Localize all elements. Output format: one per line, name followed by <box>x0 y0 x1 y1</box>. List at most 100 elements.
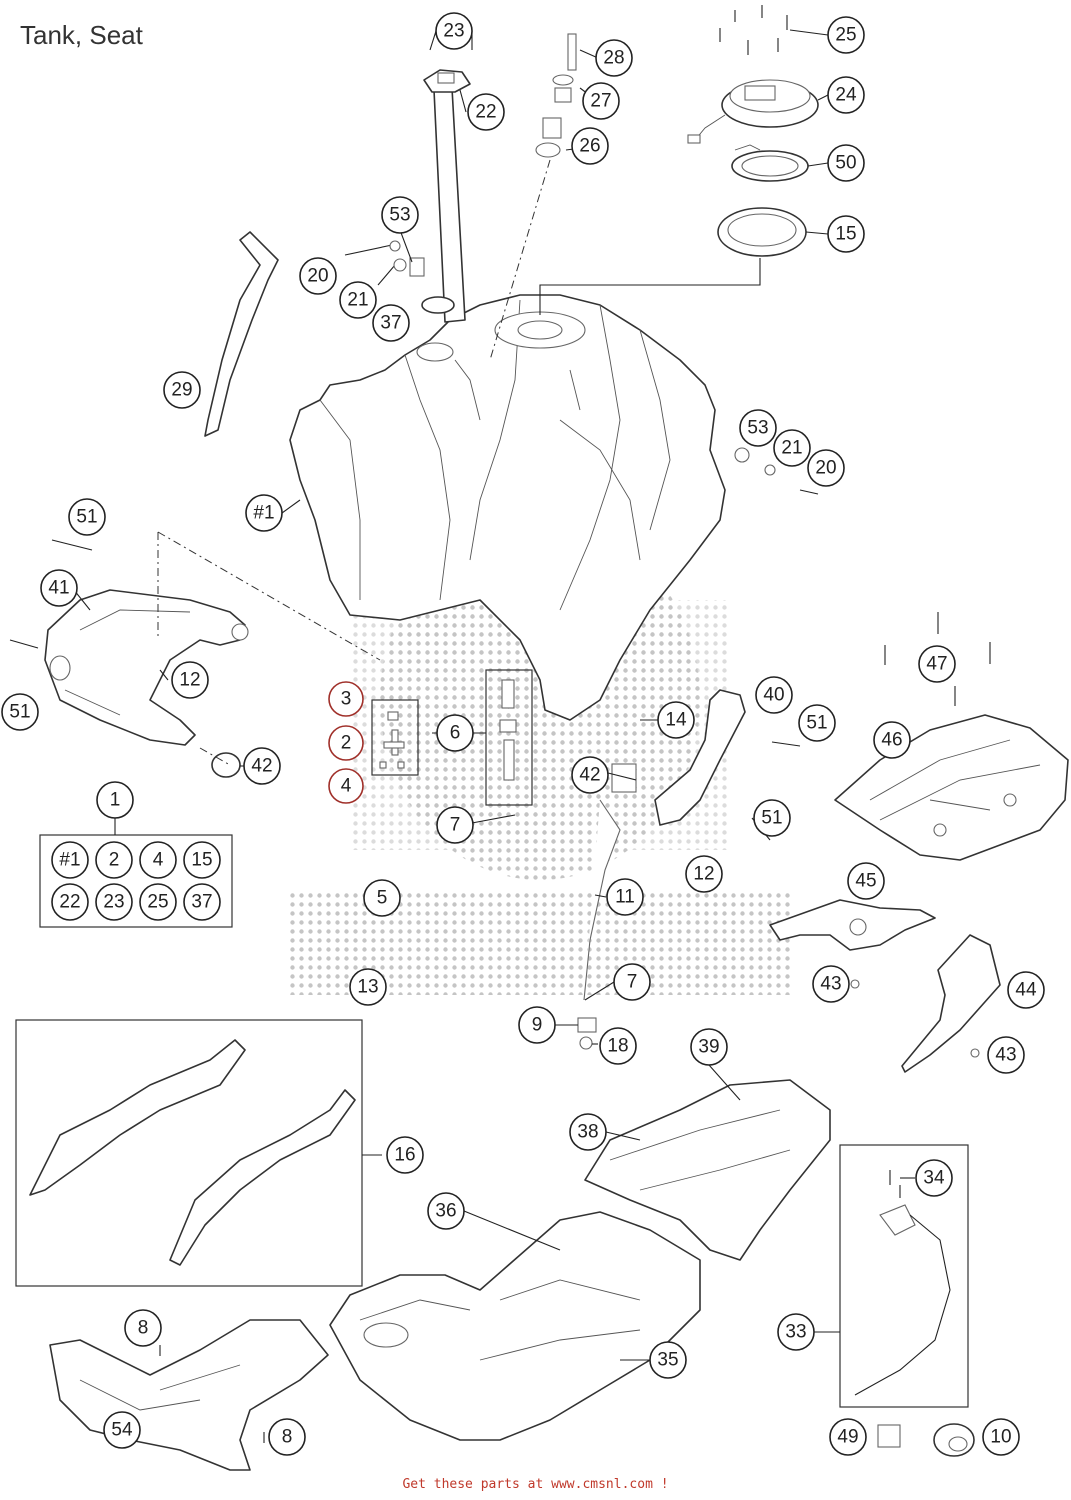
callout-51c: 51 <box>798 704 836 742</box>
svg-text:12: 12 <box>693 864 714 885</box>
svg-text:26: 26 <box>579 136 600 157</box>
svg-text:53: 53 <box>389 205 410 226</box>
callout-16: 16 <box>386 1136 424 1174</box>
callout-29: 29 <box>163 371 201 409</box>
svg-text:25: 25 <box>147 892 168 913</box>
callout-42b: 42 <box>571 756 609 794</box>
callout-9: 9 <box>518 1006 556 1044</box>
callout-51d: 51 <box>753 799 791 837</box>
svg-text:47: 47 <box>926 654 947 675</box>
svg-text:2: 2 <box>109 850 120 871</box>
callout-26: 26 <box>571 127 609 165</box>
side-panel-box <box>15 1019 363 1287</box>
callout-23: 23 <box>435 12 473 50</box>
svg-text:16: 16 <box>394 1145 415 1166</box>
vent-valve-parts <box>535 33 577 158</box>
svg-text:37: 37 <box>191 892 212 913</box>
cap-screws <box>719 5 788 55</box>
svg-text:51: 51 <box>9 702 30 723</box>
callout-20b: 20 <box>807 449 845 487</box>
tank-bracket-left <box>44 589 249 746</box>
svg-text:41: 41 <box>48 578 69 599</box>
callout-50: 50 <box>827 144 865 182</box>
svg-text:51: 51 <box>76 507 97 528</box>
kit-item: 4 <box>139 841 177 879</box>
svg-text:21: 21 <box>781 438 802 459</box>
svg-text:2: 2 <box>341 733 352 754</box>
kit-box <box>39 834 233 928</box>
filter-part-box <box>485 669 533 806</box>
svg-text:36: 36 <box>435 1201 456 1222</box>
callout-11: 11 <box>606 878 644 916</box>
bolt-set-right <box>734 447 819 495</box>
svg-text:43: 43 <box>995 1045 1016 1066</box>
nut-43b <box>970 1048 980 1058</box>
svg-text:10: 10 <box>990 1427 1011 1448</box>
hose-fitting <box>577 1017 597 1050</box>
callout-12b: 12 <box>685 855 723 893</box>
callout-44: 44 <box>1007 971 1045 1009</box>
cap-seal <box>731 144 809 182</box>
dash-line-bracket <box>157 531 381 766</box>
callout-6: 6 <box>436 714 474 752</box>
svg-text:38: 38 <box>577 1122 598 1143</box>
callout-15: 15 <box>827 215 865 253</box>
callout-8a: 8 <box>124 1309 162 1347</box>
callout-47: 47 <box>918 645 956 683</box>
svg-text:5: 5 <box>377 888 388 909</box>
svg-text:28: 28 <box>603 48 624 69</box>
callout-53: 53 <box>381 196 419 234</box>
svg-text:20: 20 <box>815 458 836 479</box>
seat-lock-parts <box>877 1423 975 1457</box>
callout-51a: 51 <box>68 498 106 536</box>
svg-text:42: 42 <box>579 765 600 786</box>
svg-text:23: 23 <box>103 892 124 913</box>
fuel-hose <box>583 799 621 1001</box>
kit-item: 25 <box>139 883 177 921</box>
svg-text:22: 22 <box>59 892 80 913</box>
callout-10: 10 <box>982 1418 1020 1456</box>
callout-18: 18 <box>599 1027 637 1065</box>
cap-ring <box>717 207 807 257</box>
callout-4: 4 <box>328 768 364 804</box>
callout-49: 49 <box>829 1418 867 1456</box>
callout-3: 3 <box>328 681 364 717</box>
callout-24: 24 <box>827 76 865 114</box>
callout-38: 38 <box>569 1113 607 1151</box>
callout-46: 46 <box>873 721 911 759</box>
svg-text:34: 34 <box>923 1168 945 1189</box>
kit-item: #1 <box>51 841 89 879</box>
callout-27: 27 <box>582 82 620 120</box>
svg-text:45: 45 <box>855 871 876 892</box>
callout-43b: 43 <box>987 1036 1025 1074</box>
svg-text:37: 37 <box>380 313 401 334</box>
svg-text:27: 27 <box>590 91 611 112</box>
pump-part-box <box>371 699 419 776</box>
callout-54: 54 <box>103 1411 141 1449</box>
footer-link[interactable]: Get these parts at www.cmsnl.com ! <box>402 1477 669 1492</box>
callout-1: 1 <box>96 781 134 819</box>
callout-7b: 7 <box>613 963 651 1001</box>
seat-lock-cable <box>854 1170 951 1396</box>
svg-text:9: 9 <box>532 1015 543 1036</box>
svg-text:29: 29 <box>171 380 192 401</box>
rear-seat <box>584 1079 831 1261</box>
svg-text:13: 13 <box>357 977 378 998</box>
luggage-rack <box>834 714 1069 861</box>
svg-text:15: 15 <box>191 850 212 871</box>
svg-text:8: 8 <box>282 1427 293 1448</box>
callout-42a: 42 <box>243 747 281 785</box>
callout-2: 2 <box>328 725 364 761</box>
svg-text:#1: #1 <box>253 503 274 524</box>
callout-41: 41 <box>40 569 78 607</box>
svg-text:53: 53 <box>747 418 768 439</box>
svg-text:1: 1 <box>110 790 121 811</box>
page-title: Tank, Seat <box>20 20 143 50</box>
svg-text:24: 24 <box>835 85 857 106</box>
callout-21b: 21 <box>773 429 811 467</box>
callout-39: 39 <box>690 1028 728 1066</box>
svg-text:21: 21 <box>347 290 368 311</box>
kit-item: 37 <box>183 883 221 921</box>
svg-text:42: 42 <box>251 756 272 777</box>
